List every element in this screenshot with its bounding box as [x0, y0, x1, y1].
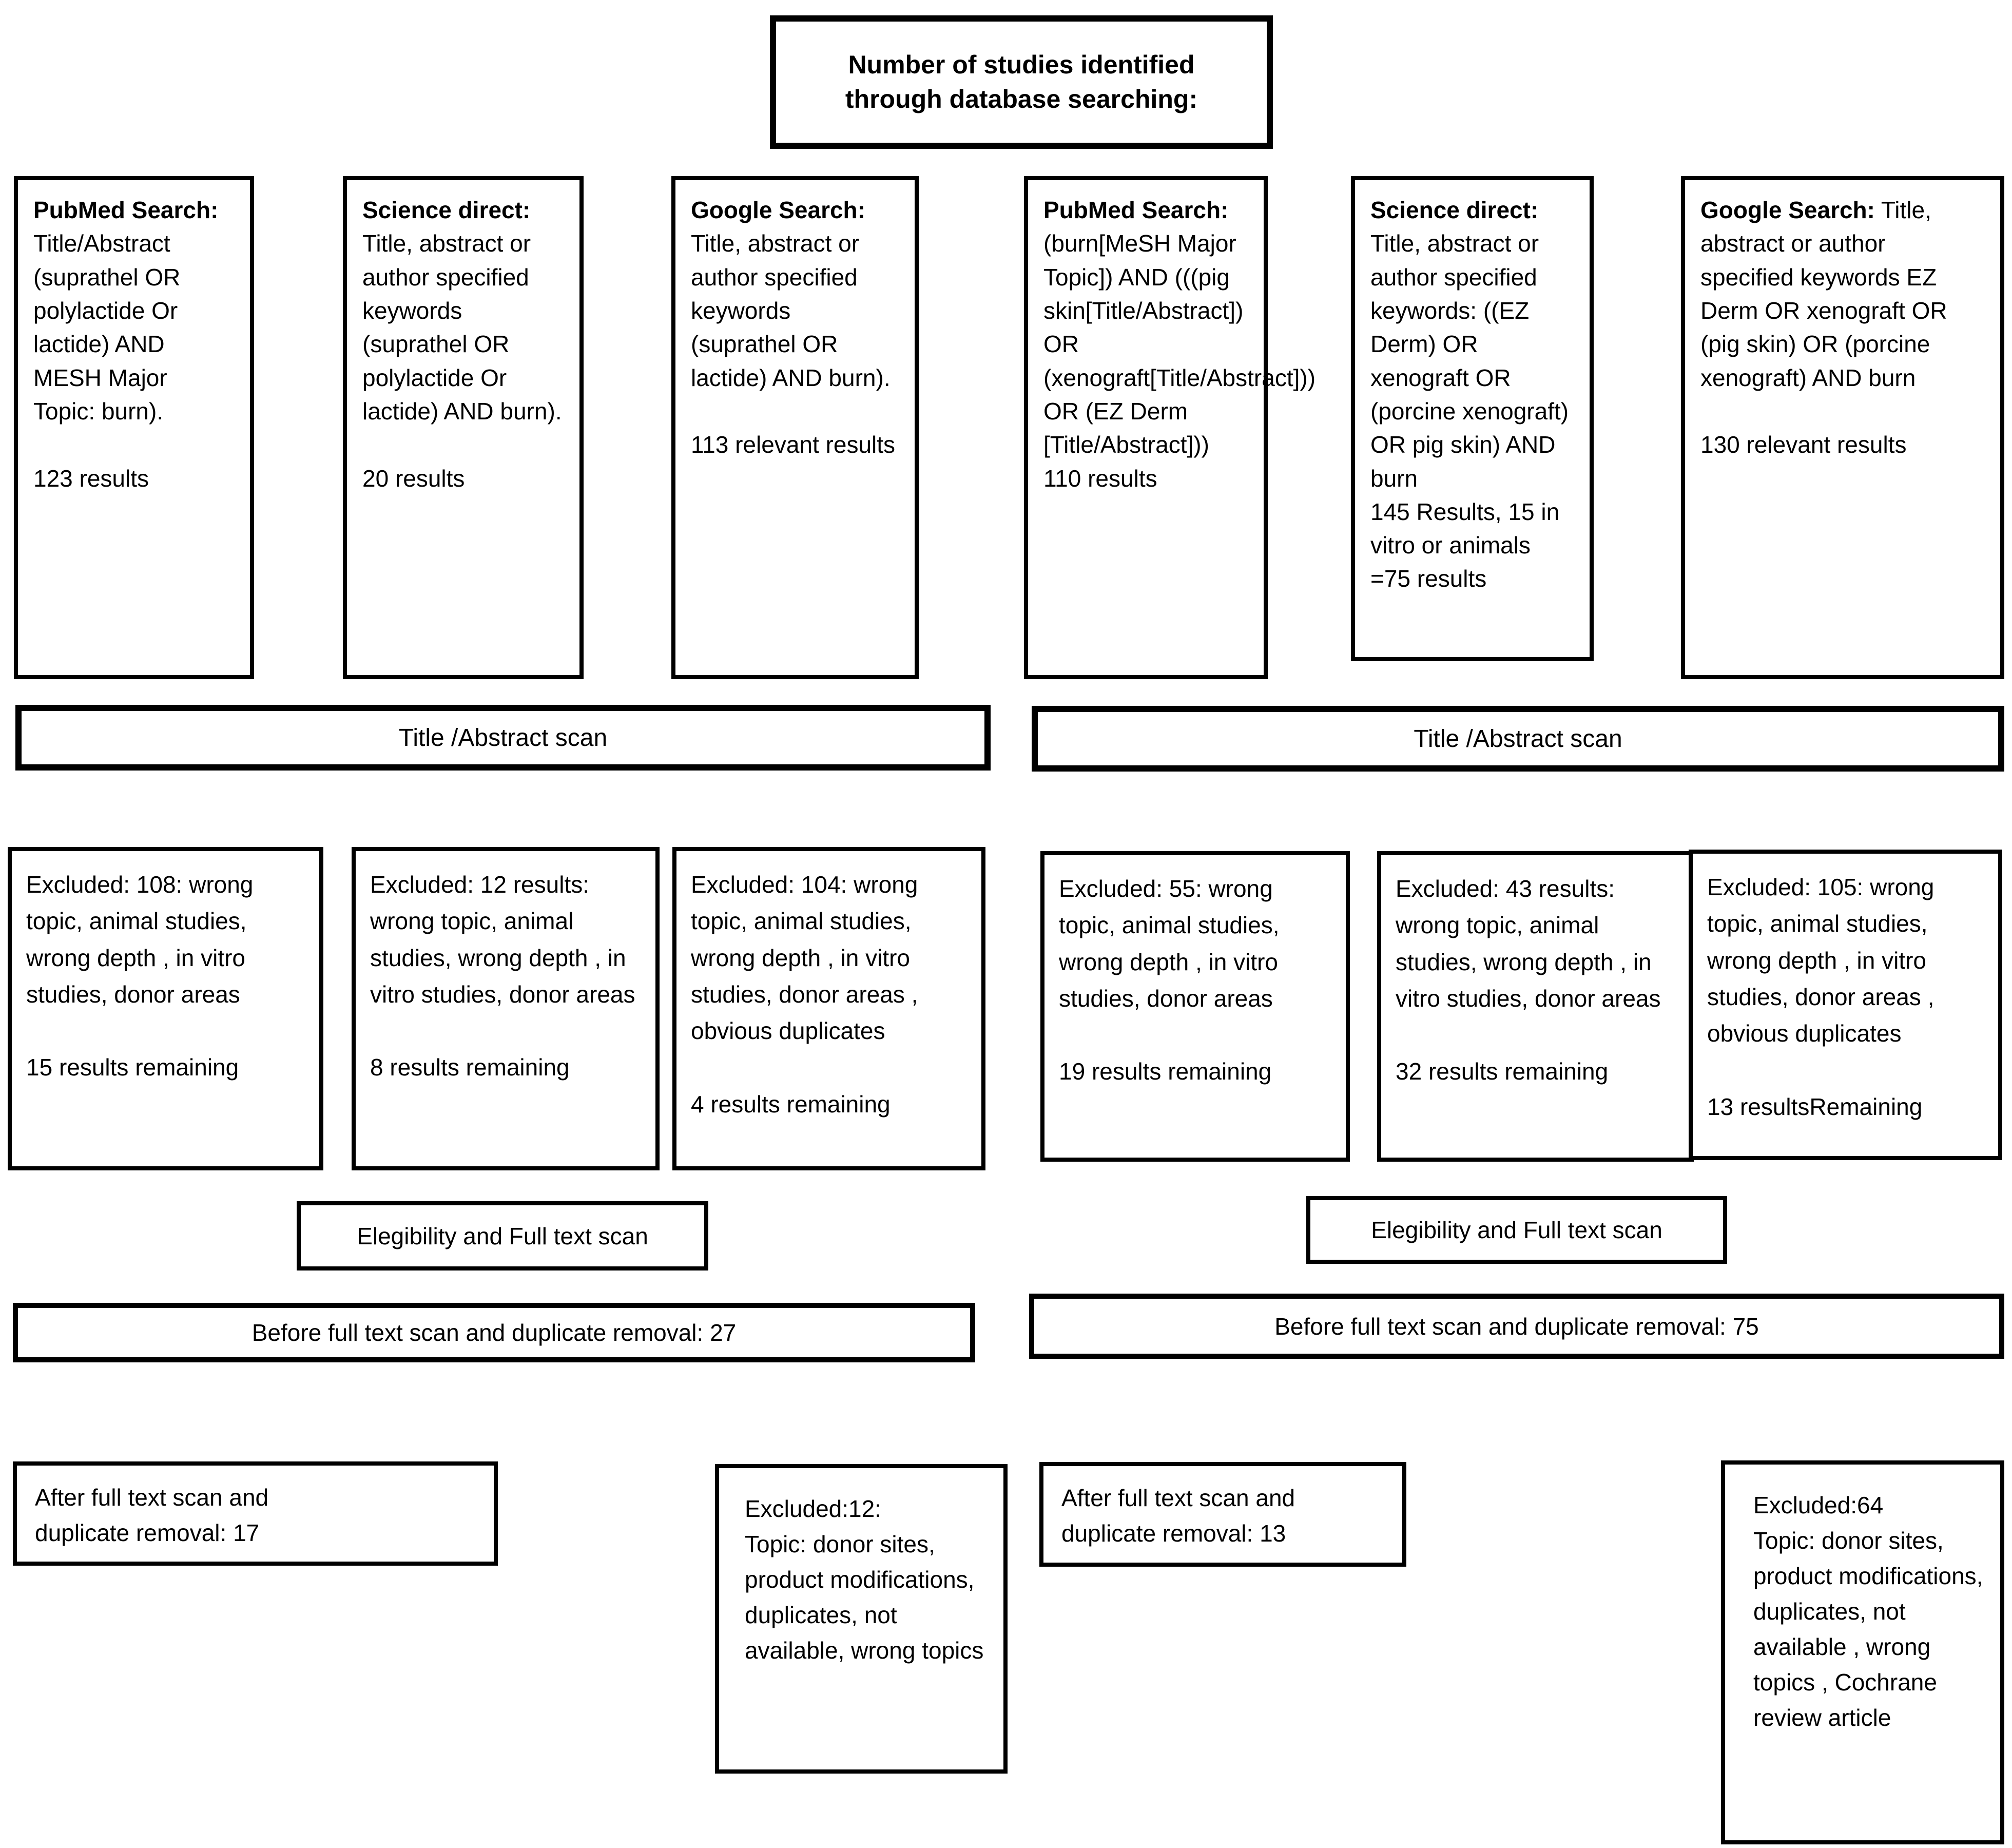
excluded-box-6: Excluded: 105: wrong topic, animal studi… — [1689, 850, 2002, 1160]
eligibility-bar-right: Elegibility and Full text scan — [1306, 1196, 1727, 1264]
excluded-box-bottom-right-text: Excluded:64 Topic: donor sites, product … — [1753, 1492, 1983, 1731]
excluded-box-3: Excluded: 104: wrong topic, animal studi… — [672, 847, 985, 1170]
excluded-box-3-text: Excluded: 104: wrong topic, animal studi… — [691, 871, 918, 1118]
title-abstract-scan-bar-left: Title /Abstract scan — [15, 705, 991, 771]
excluded-box-bottom-left: Excluded:12: Topic: donor sites, product… — [715, 1464, 1008, 1774]
before-full-text-bar-left-text: Before full text scan and duplicate remo… — [252, 1319, 737, 1346]
search-box-google-left-lead: Google Search: — [691, 197, 865, 223]
before-full-text-bar-right-text: Before full text scan and duplicate remo… — [1274, 1313, 1759, 1340]
after-full-text-box-left: After full text scan and duplicate remov… — [13, 1461, 498, 1566]
excluded-box-bottom-left-text: Excluded:12: Topic: donor sites, product… — [745, 1495, 984, 1664]
before-full-text-bar-right: Before full text scan and duplicate remo… — [1029, 1294, 2004, 1359]
search-box-sciencedirect-right: Science direct: Title, abstract or autho… — [1351, 176, 1594, 661]
title-box: Number of studies identified through dat… — [770, 15, 1273, 149]
title-abstract-scan-bar-right-text: Title /Abstract scan — [1414, 725, 1622, 753]
search-box-pubmed-right-text: (burn[MeSH Major Topic]) AND (((pig skin… — [1043, 230, 1316, 492]
excluded-box-6-text: Excluded: 105: wrong topic, animal studi… — [1707, 874, 1934, 1120]
search-box-google-left-text: Title, abstract or author specified keyw… — [691, 230, 896, 458]
before-full-text-bar-left: Before full text scan and duplicate remo… — [13, 1303, 975, 1362]
search-box-google-left: Google Search: Title, abstract or author… — [671, 176, 919, 679]
search-box-sciencedirect-left: Science direct: Title, abstract or autho… — [343, 176, 584, 679]
search-box-pubmed-right: PubMed Search: (burn[MeSH Major Topic]) … — [1024, 176, 1315, 679]
after-full-text-box-right-text: After full text scan and duplicate remov… — [1061, 1485, 1295, 1547]
search-box-pubmed-left: PubMed Search: Title/Abstract (suprathel… — [14, 176, 254, 679]
after-full-text-box-left-text: After full text scan and duplicate remov… — [35, 1484, 269, 1546]
title-abstract-scan-bar-right: Title /Abstract scan — [1032, 706, 2004, 772]
search-box-google-right-text: Title, abstract or author specified keyw… — [1700, 197, 1947, 458]
search-box-google-right: Google Search: Title, abstract or author… — [1681, 176, 2004, 679]
search-box-pubmed-left-text: Title/Abstract (suprathel OR polylactide… — [33, 230, 181, 492]
excluded-box-2-text: Excluded: 12 results: wrong topic, anima… — [370, 871, 635, 1081]
eligibility-bar-left: Elegibility and Full text scan — [297, 1201, 708, 1270]
eligibility-bar-left-text: Elegibility and Full text scan — [357, 1222, 648, 1249]
search-box-sciencedirect-left-text: Title, abstract or author specified keyw… — [362, 230, 562, 492]
excluded-box-bottom-right: Excluded:64 Topic: donor sites, product … — [1721, 1460, 2004, 1844]
excluded-box-1: Excluded: 108: wrong topic, animal studi… — [8, 847, 323, 1170]
excluded-box-1-text: Excluded: 108: wrong topic, animal studi… — [26, 871, 254, 1081]
search-box-pubmed-left-lead: PubMed Search: — [33, 197, 219, 223]
eligibility-bar-right-text: Elegibility and Full text scan — [1371, 1217, 1662, 1243]
title-abstract-scan-bar-left-text: Title /Abstract scan — [398, 724, 608, 752]
excluded-box-4-text: Excluded: 55: wrong topic, animal studie… — [1059, 875, 1280, 1085]
excluded-box-4: Excluded: 55: wrong topic, animal studie… — [1040, 851, 1350, 1162]
excluded-box-5: Excluded: 43 results: wrong topic, anima… — [1377, 851, 1694, 1162]
excluded-box-2: Excluded: 12 results: wrong topic, anima… — [352, 847, 660, 1170]
after-full-text-box-right: After full text scan and duplicate remov… — [1039, 1462, 1406, 1567]
excluded-box-5-text: Excluded: 43 results: wrong topic, anima… — [1396, 875, 1661, 1085]
search-box-pubmed-right-lead: PubMed Search: — [1043, 197, 1229, 223]
search-box-sciencedirect-right-lead: Science direct: — [1370, 197, 1539, 223]
search-box-sciencedirect-right-text: Title, abstract or author specified keyw… — [1370, 230, 1569, 592]
search-box-google-right-lead: Google Search: — [1700, 197, 1875, 223]
title-box-text: Number of studies identified through dat… — [845, 50, 1198, 114]
search-box-sciencedirect-left-lead: Science direct: — [362, 197, 531, 223]
